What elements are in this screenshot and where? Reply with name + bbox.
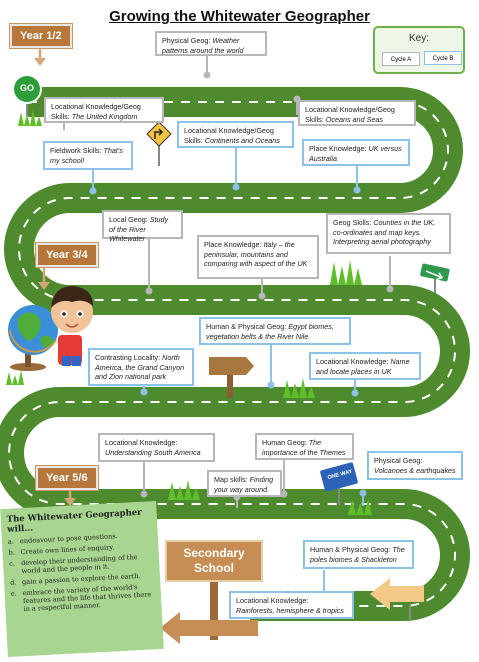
topic-text: UK versus Australia: [309, 144, 402, 163]
topic-box: Locational Knowledge/Geog Skills: Contin…: [177, 121, 294, 148]
topic-box: Physical Geog: Weather patterns around t…: [155, 31, 267, 56]
topic-text: Name and locate places in UK: [316, 357, 410, 376]
topic-box: Locational Knowledge/Geog Skills: Oceans…: [298, 100, 416, 126]
arrow-sign-icon: [370, 578, 424, 620]
topic-text: That's my school!: [50, 146, 123, 165]
topic-text: Continents and Oceans: [204, 135, 280, 145]
goal-letter: c.: [8, 559, 16, 568]
goal-letter: d.: [9, 578, 17, 587]
year-5-6-sign: Year 5/6: [36, 466, 98, 490]
topic-text: Understanding South America: [105, 447, 201, 457]
globe-icon: [8, 305, 58, 371]
topic-label: Locational Knowledge/Geog Skills:: [51, 102, 141, 121]
topic-label: Place Knowledge:: [309, 144, 367, 153]
topic-box: Human Geog: The importance of the Themes: [255, 433, 354, 460]
topic-text: Volcanoes & earthquakes: [374, 465, 456, 475]
topic-box: Local Geog: Study of the River Whitewate…: [102, 210, 183, 243]
topic-box: Fieldwork Skills: That's my school!: [43, 141, 133, 170]
year-1-2-sign: Year 1/2: [10, 24, 72, 48]
topic-label: Physical Geog:: [374, 456, 423, 465]
topic-text: The importance of the Themes: [262, 438, 346, 457]
topic-label: Fieldwork Skills:: [50, 146, 102, 155]
topic-box: Map skills: Finding your way around.: [207, 470, 282, 497]
secondary-line-2: School: [193, 561, 234, 575]
topic-label: Physical Geog:: [162, 36, 211, 45]
wooden-signpost-icon: [209, 357, 254, 398]
topic-text: Finding your way around.: [214, 475, 274, 494]
topic-label: Human Geog:: [262, 438, 307, 447]
topic-box: Locational Knowledge: Name and locate pl…: [309, 352, 421, 380]
secondary-line-1: Secondary: [183, 546, 245, 560]
topic-box: Contrasting Locality: North America, the…: [88, 348, 194, 386]
secondary-school-signpost-icon: [160, 580, 258, 644]
goal-letter: a.: [7, 537, 15, 546]
key-cycle-a: Cycle A: [382, 52, 420, 66]
topic-label: Locational Knowledge:: [316, 357, 389, 366]
page-title: Growing the Whitewater Geographer: [109, 8, 370, 25]
topic-text: The United Kingdom: [71, 111, 138, 121]
topic-box: Locational Knowledge/Geog Skills: The Un…: [44, 97, 164, 123]
topic-label: Locational Knowledge:: [236, 596, 309, 605]
topic-text: Rainforests, hemisphere & tropics: [236, 605, 344, 615]
topic-text: Counties in the UK, co-ordinates and map…: [333, 218, 436, 246]
topic-text: Egypt biomes, vegetation belts & the Riv…: [206, 322, 334, 341]
topic-label: Locational Knowledge/Geog Skills:: [305, 105, 395, 124]
one-way-sign-icon: [320, 462, 358, 505]
topic-label: Place Knowledge:: [204, 240, 262, 249]
go-sign-label: GO: [19, 83, 34, 93]
topic-box: Place Knowledge: UK versus Australia: [302, 139, 410, 166]
topic-text: Italy – the peninsular, mountains and co…: [204, 240, 308, 268]
key-cycle-b: Cycle B: [424, 51, 462, 65]
topic-label: Geog Skills:: [333, 218, 372, 227]
topic-label: Locational Knowledge:: [105, 438, 178, 447]
diamond-sign-icon: [146, 121, 172, 166]
child-character-icon: [51, 286, 93, 366]
topic-label: Map skills:: [214, 475, 248, 484]
goal-letter: b.: [8, 548, 16, 557]
geographer-goals-panel: The Whitewater Geographer will... a.ende…: [0, 501, 164, 657]
key-title: Key:: [408, 33, 429, 44]
topic-text: Oceans and Seas: [325, 114, 383, 124]
topic-box: Locational Knowledge: Rainforests, hemis…: [229, 591, 354, 619]
green-arrow-sign-icon: [420, 263, 450, 293]
topic-label: Human & Physical Geog:: [310, 545, 391, 554]
go-sign-icon: [12, 74, 42, 116]
topic-label: Human & Physical Geog:: [206, 322, 287, 331]
topic-label: Locational Knowledge/Geog Skills:: [184, 126, 274, 145]
topic-label: Local Geog:: [109, 215, 148, 224]
topic-box: Human & Physical Geog: The poles biomes …: [303, 540, 414, 569]
topic-box: Physical Geog: Volcanoes & earthquakes: [367, 451, 463, 480]
key-legend: Key: Cycle A Cycle B: [373, 26, 465, 74]
topic-box: Geog Skills: Counties in the UK, co-ordi…: [326, 213, 451, 254]
topic-label: Contrasting Locality:: [95, 353, 161, 362]
topic-box: Place Knowledge: Italy – the peninsular,…: [197, 235, 319, 279]
topic-text: The poles biomes & Shackleton: [310, 545, 405, 564]
goal-item: e.embrace the variety of the world's fea…: [10, 582, 155, 614]
topic-box: Locational Knowledge: Understanding Sout…: [98, 433, 215, 462]
topic-box: Human & Physical Geog: Egypt biomes, veg…: [199, 317, 351, 345]
year-3-4-sign: Year 3/4: [36, 243, 98, 267]
topic-text: North America, the Grand Canyon and Zion…: [95, 353, 185, 381]
grass-icon: [6, 110, 450, 515]
topic-text: Weather patterns around the world: [162, 36, 244, 55]
topic-text: Study of the River Whitewater: [109, 215, 169, 243]
goal-text: embrace the variety of the world's featu…: [22, 583, 152, 614]
secondary-school-sign: Secondary School: [165, 540, 263, 582]
